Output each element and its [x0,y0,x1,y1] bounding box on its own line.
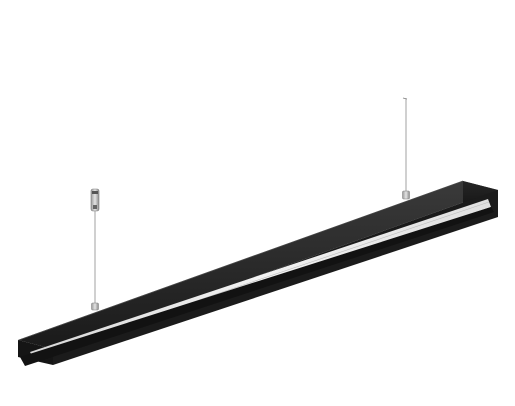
linear-light-fixture [18,180,498,366]
fixture-top-highlight [18,180,464,341]
right-cable-top-end [402,97,408,100]
right-fixture-connector [402,190,410,200]
fixture-lower-lip [20,207,494,366]
left-ceiling-gripper [90,188,100,212]
fixture-top-face [18,181,498,349]
left-fixture-connector [91,302,99,311]
